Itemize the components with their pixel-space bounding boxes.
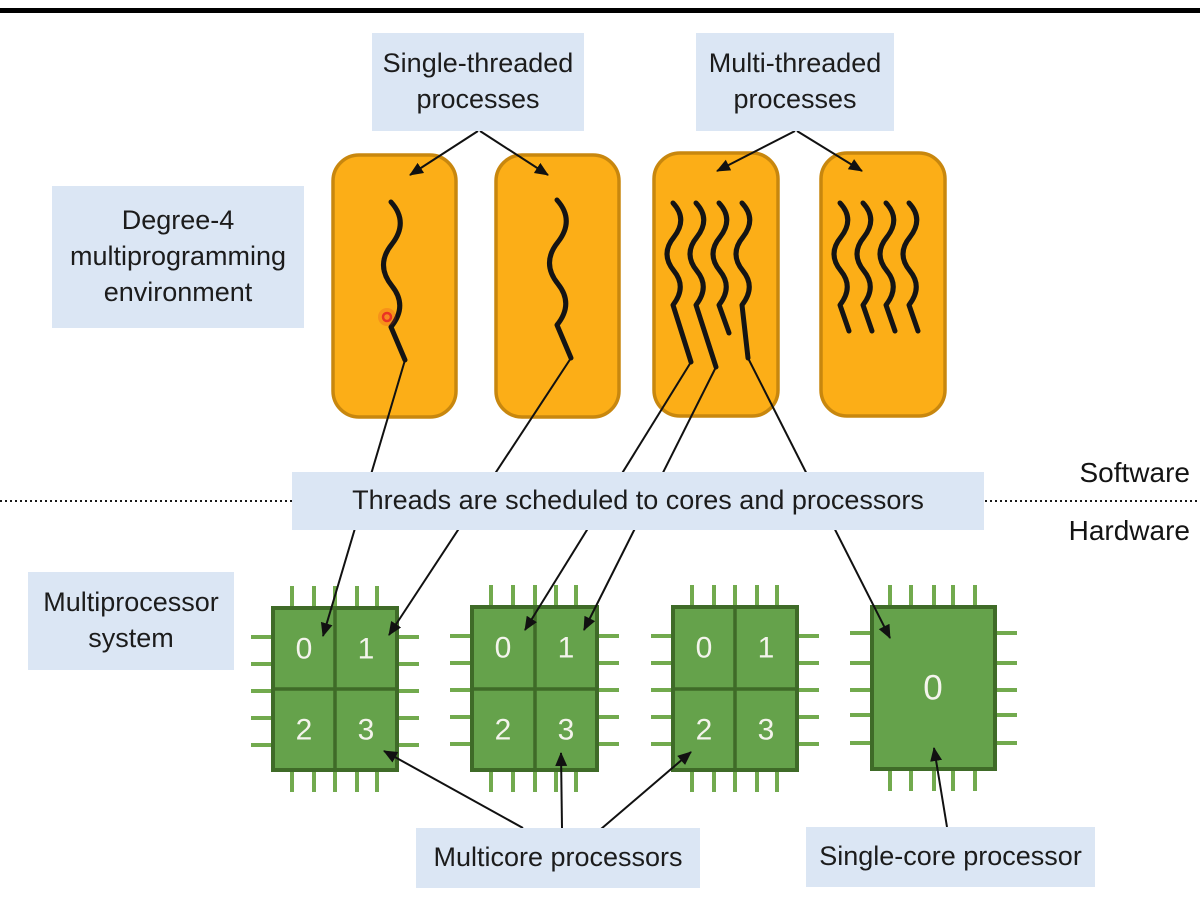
thread-wave-p1 xyxy=(381,199,408,363)
arrow-multicore-label-to-chip2 xyxy=(555,752,568,829)
chip-1-core-0: 0 xyxy=(296,633,313,666)
label-single-threaded-processes: Single-threaded processes xyxy=(372,33,584,131)
multicore-chip-3: 0 1 2 3 xyxy=(651,585,819,792)
thread-wave-p4-4 xyxy=(900,200,921,334)
label-multi-threaded-processes: Multi-threaded processes xyxy=(696,33,894,131)
label-line: Multiprocessor xyxy=(43,587,219,618)
chip-2-core-0: 0 xyxy=(495,632,512,665)
label-degree-4-multiprogramming-environment: Degree-4 multiprogramming environment xyxy=(52,186,304,328)
thread-wave-p4-2 xyxy=(854,200,875,334)
single-chip-core-0: 0 xyxy=(923,669,942,708)
top-arrows xyxy=(409,130,863,176)
thread-wave-p2 xyxy=(547,197,574,361)
chip-2-core-2: 2 xyxy=(495,714,512,747)
chip-3-core-1: 1 xyxy=(758,632,775,665)
chip-3-core-3: 3 xyxy=(758,714,775,747)
pointer-dot-ring xyxy=(381,311,393,323)
label-software: Software xyxy=(1079,457,1191,488)
arrow-multicore-label-to-chip1 xyxy=(383,750,524,829)
chip-3-core-0: 0 xyxy=(696,632,713,665)
chip-3-core-dividers xyxy=(673,607,797,770)
thread-wave-p3-1 xyxy=(664,200,694,365)
chip-1-core-dividers xyxy=(273,608,397,770)
single-chip-body xyxy=(870,605,997,771)
arrow-single-threaded-to-p2 xyxy=(479,130,549,176)
label-line: Threads are scheduled to cores and proce… xyxy=(352,485,924,516)
chip-1-core-3: 3 xyxy=(358,714,375,747)
chip-1-core-2: 2 xyxy=(296,714,313,747)
label-multicore-processors: Multicore processors xyxy=(416,828,700,888)
thread-wave-p4-3 xyxy=(877,200,898,334)
label-hardware: Hardware xyxy=(1068,515,1190,546)
multicore-chip-2: 0 1 2 3 xyxy=(450,585,619,792)
label-line: processes xyxy=(416,84,540,114)
label-line: system xyxy=(88,623,174,653)
label-threads-scheduled: Threads are scheduled to cores and proce… xyxy=(292,472,984,530)
label-line: Degree-4 xyxy=(121,205,235,236)
thread-wave-p3-3 xyxy=(710,200,732,336)
arrow-multi-threaded-to-p3 xyxy=(716,130,796,172)
thread-wave-p4-1 xyxy=(831,200,852,334)
laser-pointer-dot xyxy=(378,308,396,326)
arrow-singlecore-label-to-chip xyxy=(930,747,948,828)
multicore-chip-1: 0 1 2 3 xyxy=(251,586,419,792)
chip-2-core-3: 3 xyxy=(558,714,575,747)
label-single-core-processor: Single-core processor xyxy=(806,827,1095,887)
label-line: multiprogramming xyxy=(69,241,287,272)
chip-2-core-1: 1 xyxy=(558,632,575,665)
label-line: processes xyxy=(733,84,857,114)
arrow-multicore-label-to-chip3 xyxy=(600,751,692,830)
label-line: Multi-threaded xyxy=(708,48,882,79)
label-multiprocessor-system: Multiprocessor system xyxy=(28,572,234,670)
thread-wave-p3-2 xyxy=(687,200,719,370)
single-chip-pins xyxy=(850,585,1017,791)
single-core-chip: 0 xyxy=(850,585,1017,791)
arrow-single-threaded-to-p1 xyxy=(409,130,479,176)
label-line: Single-threaded xyxy=(382,48,574,79)
chip-3-core-2: 2 xyxy=(696,714,713,747)
process-boxes xyxy=(331,151,947,419)
process-box-3 xyxy=(652,151,780,418)
pointer-dot-glow xyxy=(378,308,396,326)
top-rule xyxy=(0,8,1200,13)
label-line: environment xyxy=(103,276,253,307)
bottom-arrows xyxy=(383,747,948,830)
label-line: Multicore processors xyxy=(433,842,683,873)
label-line: Single-core processor xyxy=(819,841,1082,872)
arrow-multi-threaded-to-p4 xyxy=(796,130,863,172)
thread-wave-p3-4 xyxy=(733,200,753,361)
chip-3-pins xyxy=(651,585,819,792)
chip-2-pins xyxy=(450,585,619,792)
chip-1-core-1: 1 xyxy=(358,633,375,666)
process-box-4 xyxy=(819,151,947,418)
thread-squiggles xyxy=(381,197,921,370)
chip-2-core-dividers xyxy=(472,607,597,770)
